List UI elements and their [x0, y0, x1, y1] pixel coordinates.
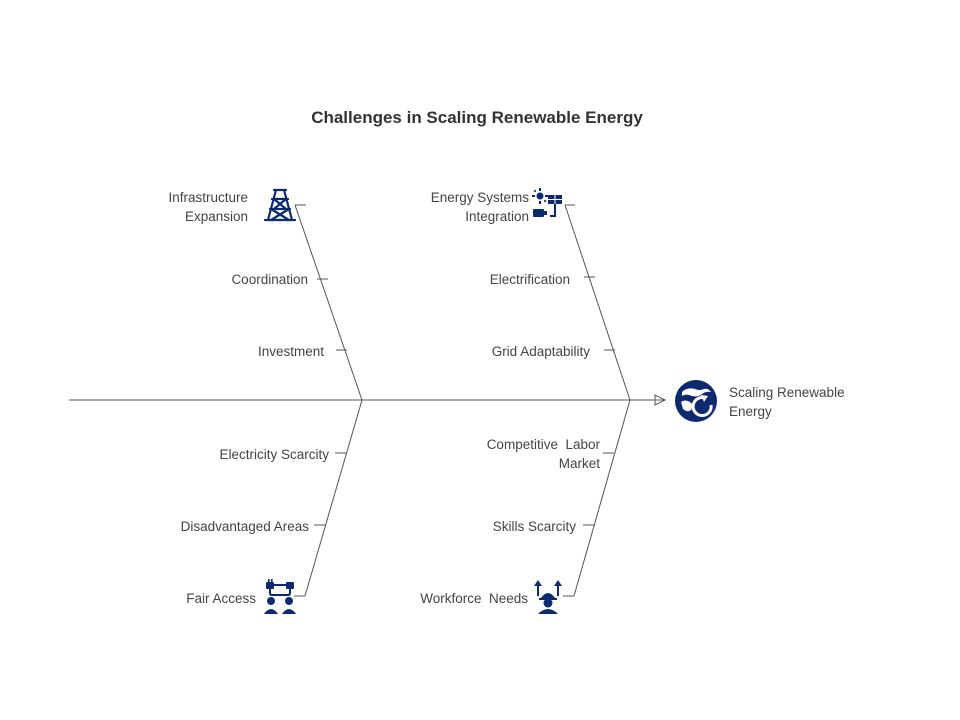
transmission-tower-icon: [262, 187, 298, 223]
cause-label: Fair Access: [186, 591, 256, 606]
effect-label: Scaling Renewable Energy: [729, 385, 845, 419]
cause-label: Electrification: [489, 272, 570, 287]
energy-systems-icon: [531, 187, 567, 223]
cause-label: Competitive Labor Market: [486, 437, 600, 471]
fair-access-icon: [262, 578, 298, 614]
cause-label: Workforce Needs: [420, 591, 528, 606]
workforce-icon: [530, 578, 566, 614]
cause-label: Grid Adaptability: [491, 344, 590, 359]
bone-upper-right: [564, 204, 631, 401]
bone-upper-left: [294, 204, 363, 401]
bone-lower-left: [304, 399, 363, 597]
cause-label: Coordination: [231, 272, 308, 287]
cause-label: Investment: [257, 344, 324, 359]
bone-lower-right: [573, 399, 631, 597]
cause-label: Electricity Scarcity: [219, 447, 329, 462]
cause-label: Disadvantaged Areas: [180, 519, 309, 534]
spine-arrowhead: [654, 394, 667, 406]
cause-label: Infrastructure Expansion: [168, 190, 248, 224]
diagram-title: Challenges in Scaling Renewable Energy: [311, 108, 643, 127]
renewable-cycle-icon: [673, 378, 719, 424]
cause-label: Energy Systems Integration: [430, 190, 529, 224]
cause-label: Skills Scarcity: [492, 519, 576, 534]
